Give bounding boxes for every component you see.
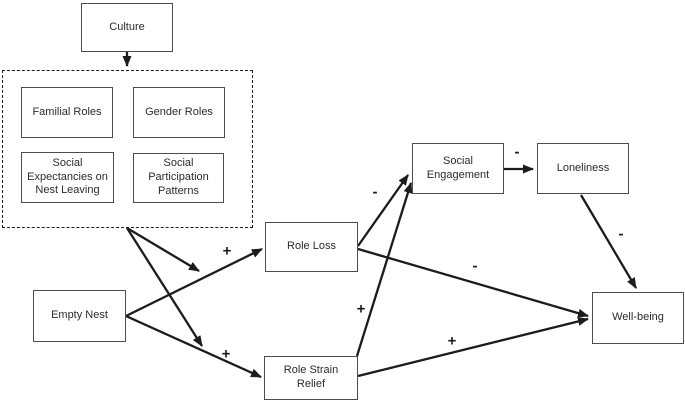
node-culture: Culture [81, 3, 173, 52]
node-role-strain-relief-label: Role Strain Relief [283, 364, 339, 390]
sign-loneliness-well-being: - [618, 225, 624, 243]
node-familial-roles: Familial Roles [21, 87, 113, 138]
node-empty-nest-label: Empty Nest [51, 309, 108, 322]
node-gender-roles-label: Gender Roles [145, 105, 213, 118]
arrow-role-strain-relief-to-well-being [357, 317, 589, 378]
sign-role-loss-well-being: - [472, 257, 478, 275]
node-role-loss-label: Role Loss [287, 240, 336, 253]
arrow-empty-nest-to-role-loss [125, 247, 263, 318]
arrow-role-loss-to-social-engagement [357, 174, 409, 247]
cultural-factors-group [2, 70, 253, 228]
sign-empty-nest-role-strain-relief: + [221, 345, 231, 363]
node-role-loss: Role Loss [265, 222, 358, 272]
node-culture-label: Culture [109, 20, 145, 33]
node-social-expectancies-label: Social Expectancies on Nest Leaving [27, 156, 108, 197]
node-social-engagement-label: Social Engagement [426, 154, 490, 181]
arrow-cultural-factors-to-path-empty-nest-role-loss [126, 227, 200, 272]
node-familial-roles-label: Familial Roles [32, 105, 102, 118]
sign-role-loss-social-engagement: - [372, 183, 378, 201]
sign-social-engagement-loneliness: - [514, 143, 520, 161]
arrow-loneliness-to-well-being [580, 194, 637, 289]
arrow-cultural-factors-to-path-empty-nest-role-strain [126, 227, 203, 347]
node-well-being: Well-being [592, 292, 684, 344]
node-social-participation-label: Social Participation Patterns [148, 157, 209, 197]
node-loneliness-label: Loneliness [556, 161, 610, 174]
node-well-being-label: Well-being [612, 311, 664, 324]
arrow-role-strain-relief-to-social-engagement [355, 182, 413, 357]
node-gender-roles: Gender Roles [133, 87, 225, 138]
sign-role-strain-relief-social-engagement: + [356, 300, 366, 318]
sign-empty-nest-role-loss: + [222, 242, 232, 260]
arrow-empty-nest-to-role-strain-relief [125, 314, 262, 379]
node-social-expectancies-on-nest-leaving: Social Expectancies on Nest Leaving [21, 152, 114, 203]
sign-role-strain-relief-well-being: + [447, 332, 457, 350]
node-social-participation-patterns: Social Participation Patterns [133, 153, 224, 203]
node-loneliness: Loneliness [537, 143, 629, 194]
node-empty-nest: Empty Nest [33, 290, 126, 342]
node-social-engagement: Social Engagement [412, 143, 504, 194]
arrow-role-loss-to-well-being [357, 247, 589, 318]
node-role-strain-relief: Role Strain Relief [264, 356, 358, 400]
